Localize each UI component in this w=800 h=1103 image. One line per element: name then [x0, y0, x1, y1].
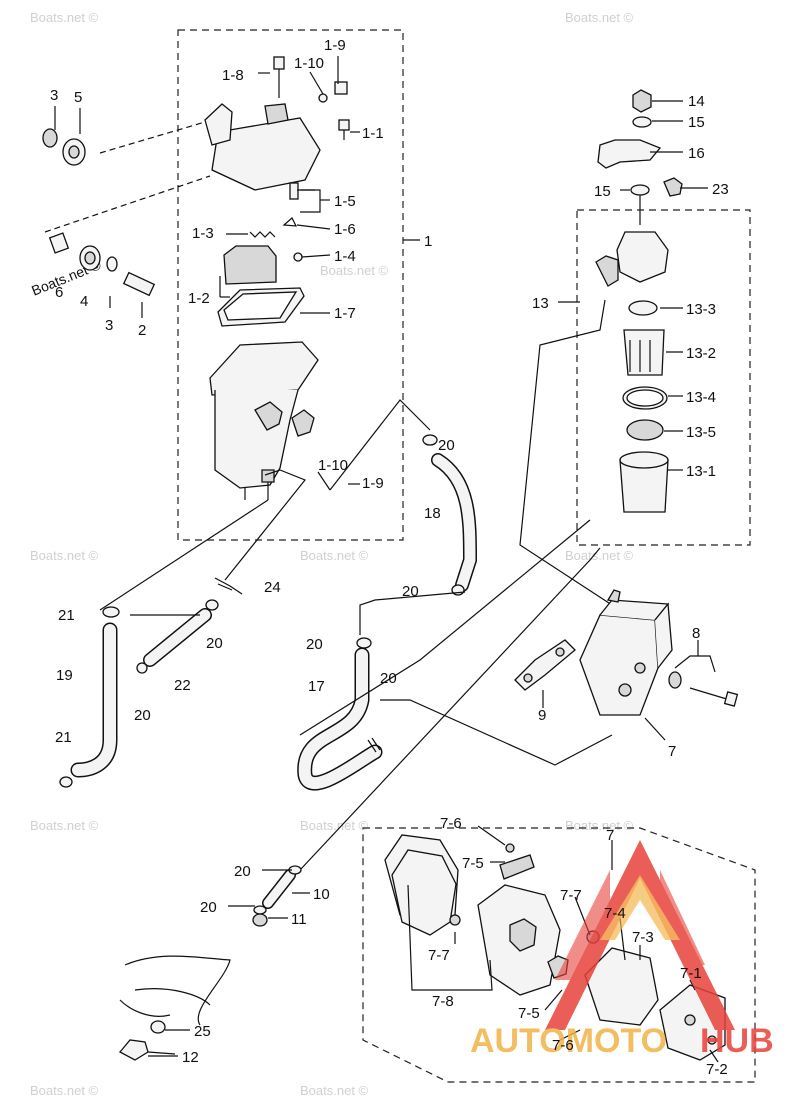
label-7: 7 [668, 743, 676, 760]
label-15: 15 [688, 114, 705, 131]
label-5: 5 [74, 89, 82, 106]
label-7-7-b: 7-7 [428, 947, 450, 964]
label-1-4: 1-4 [334, 248, 356, 265]
label-1: 1 [424, 233, 432, 250]
logo-text-hub: HUB [700, 1022, 774, 1060]
group-box-13 [576, 209, 751, 546]
label-13-5: 13-5 [686, 424, 716, 441]
watermark: Boats.net © [565, 10, 634, 25]
label-13: 13 [532, 295, 549, 312]
fuel-filter-housing-1 [204, 56, 350, 500]
label-10: 10 [313, 886, 330, 903]
fuel-hoses [59, 299, 613, 871]
label-24: 24 [264, 579, 281, 596]
label-18: 18 [424, 505, 441, 522]
watermark: Boats.net © [30, 10, 99, 25]
group-box-7 [362, 827, 756, 1083]
label-14: 14 [688, 93, 705, 110]
label-3: 3 [50, 87, 58, 104]
automotohub-logo: AUTOMOTO HUB [470, 840, 774, 1060]
label-1-3: 1-3 [192, 225, 214, 242]
label-7-8: 7-8 [432, 993, 454, 1010]
label-1-9-b: 1-9 [362, 475, 384, 492]
watermark: Boats.net © [30, 548, 99, 563]
fuel-pump-exploded [384, 825, 726, 1063]
label-7-5: 7-5 [462, 855, 484, 872]
label-7-4: 7-4 [604, 905, 626, 922]
group-box-1 [177, 29, 404, 541]
label-1-6: 1-6 [334, 221, 356, 238]
fuel-pump-7 [514, 589, 739, 741]
label-6: 6 [55, 284, 63, 301]
watermark: Boats.net © [300, 1083, 369, 1098]
label-1-10-b: 1-10 [318, 457, 348, 474]
label-1-9: 1-9 [324, 37, 346, 54]
label-2: 2 [138, 322, 146, 339]
label-7-2: 7-2 [706, 1061, 728, 1078]
label-7-7: 7-7 [560, 887, 582, 904]
label-20: 20 [438, 437, 455, 454]
fuel-connector-parts [118, 865, 310, 1061]
watermark: Boats.net © [30, 818, 99, 833]
label-9: 9 [538, 707, 546, 724]
watermark: Boats.net © [320, 263, 389, 278]
label-13-2: 13-2 [686, 345, 716, 362]
label-1-2: 1-2 [188, 290, 210, 307]
label-20-e: 20 [306, 636, 323, 653]
watermark: Boats.net © [300, 548, 369, 563]
label-20-b: 20 [206, 635, 223, 652]
fuel-filter-13 [595, 89, 683, 513]
label-1-7: 1-7 [334, 305, 356, 322]
label-7-6: 7-6 [440, 815, 462, 832]
label-20-d: 20 [402, 583, 419, 600]
label-21-b: 21 [55, 729, 72, 746]
label-13-4: 13-4 [686, 389, 716, 406]
label-1-10: 1-10 [294, 55, 324, 72]
label-1-8: 1-8 [222, 67, 244, 84]
label-13-3: 13-3 [686, 301, 716, 318]
label-20-f: 20 [380, 670, 397, 687]
label-4: 4 [80, 293, 88, 310]
label-1-1: 1-1 [362, 125, 384, 142]
label-13-1: 13-1 [686, 463, 716, 480]
label-20-g: 20 [234, 863, 251, 880]
callout-labels: 1-9 1-8 1-10 1-1 1-5 1-6 1-3 1-4 1-2 1-7… [50, 37, 729, 1078]
watermark: Boats.net © [565, 818, 634, 833]
grommets-and-bolt [42, 128, 156, 297]
label-25: 25 [194, 1023, 211, 1040]
label-21: 21 [58, 607, 75, 624]
label-12: 12 [182, 1049, 199, 1066]
label-20-c: 20 [134, 707, 151, 724]
label-15-b: 15 [594, 183, 611, 200]
label-22: 22 [174, 677, 191, 694]
label-7-5-b: 7-5 [518, 1005, 540, 1022]
label-17: 17 [308, 678, 325, 695]
label-8: 8 [692, 625, 700, 642]
label-1-5: 1-5 [334, 193, 356, 210]
watermark: Boats.net © [565, 548, 634, 563]
leader-lines [44, 56, 420, 491]
label-3-b: 3 [105, 317, 113, 334]
label-7-3: 7-3 [632, 929, 654, 946]
label-16: 16 [688, 145, 705, 162]
label-20-h: 20 [200, 899, 217, 916]
label-11: 11 [291, 911, 307, 928]
leader-lines-13 [558, 100, 708, 471]
label-19: 19 [56, 667, 73, 684]
label-7-b: 7 [606, 827, 614, 844]
logo-text-automoto: AUTOMOTO [470, 1022, 667, 1060]
label-7-6-b: 7-6 [552, 1037, 574, 1054]
watermark: Boats.net © [300, 818, 369, 833]
label-23: 23 [712, 181, 729, 198]
watermark: Boats.net © [30, 1083, 99, 1098]
label-7-1: 7-1 [680, 965, 702, 982]
